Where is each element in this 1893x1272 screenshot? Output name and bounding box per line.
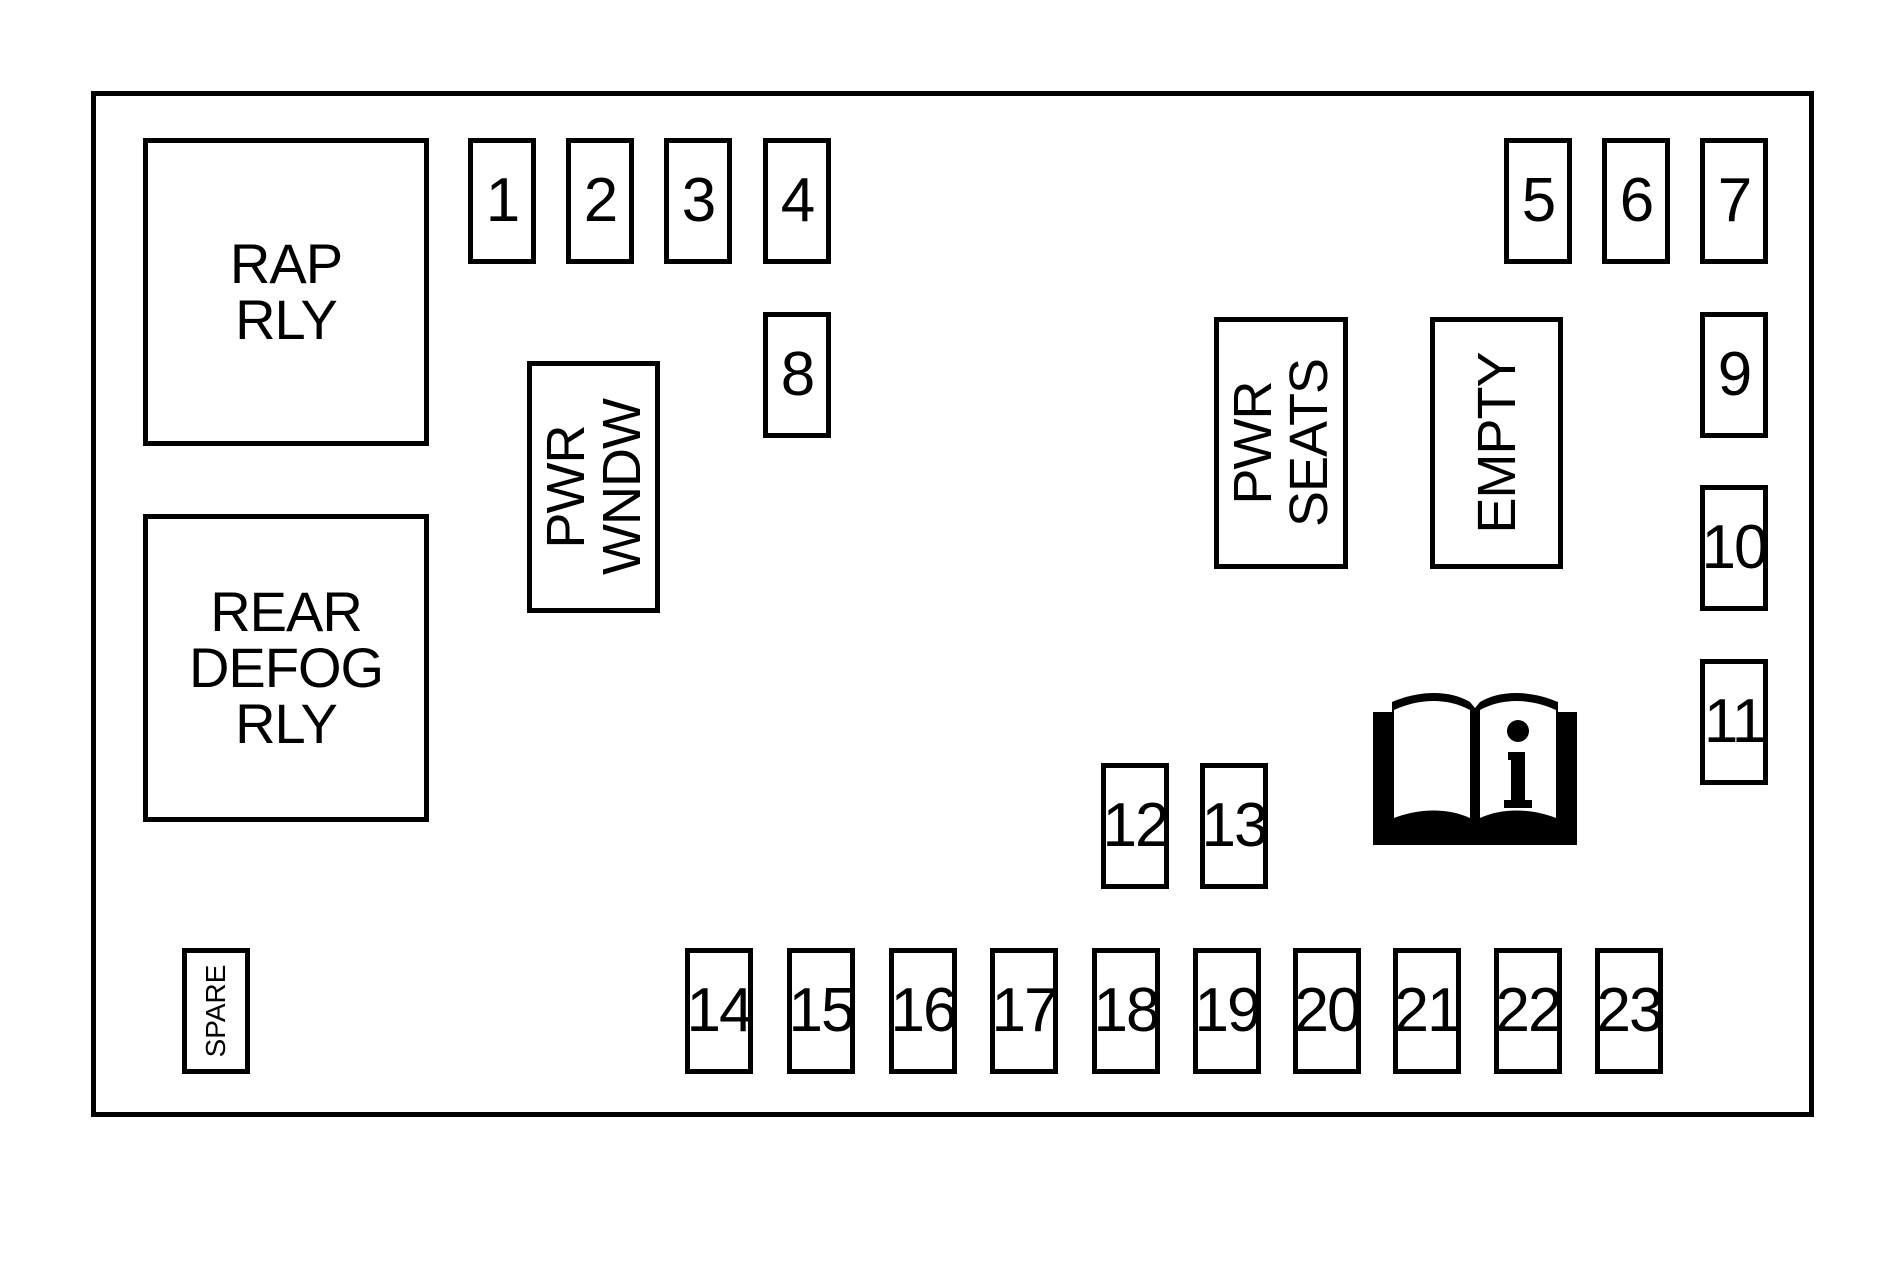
fuse-21-label: 21: [1394, 976, 1462, 1045]
fuse-17-label: 17: [991, 976, 1059, 1045]
fuse-22-label: 22: [1495, 976, 1563, 1045]
fuse-18: 18: [1092, 948, 1160, 1074]
rear-defog-relay-label-line-3: RLY: [235, 692, 338, 755]
rear-defog-relay: REAR DEFOG RLY: [143, 514, 429, 822]
spare-fuse-label: SPARE: [200, 964, 231, 1058]
fuse-23: 23: [1595, 948, 1663, 1074]
pwr-wndw-relay: PWR WNDW: [527, 361, 660, 613]
fuse-10: 10: [1700, 485, 1768, 611]
empty-relay-slot: EMPTY: [1430, 317, 1563, 569]
fuse-5: 5: [1504, 138, 1572, 264]
fuse-13: 13: [1200, 763, 1268, 889]
fuse-14: 14: [685, 948, 753, 1074]
fuse-7: 7: [1700, 138, 1768, 264]
pwr-wndw-label-line-2: WNDW: [591, 399, 652, 575]
rap-relay: RAP RLY: [143, 138, 429, 446]
fuse-9: 9: [1700, 312, 1768, 438]
pwr-seats-label-line-2: SEATS: [1279, 358, 1339, 528]
fuse-12: 12: [1101, 763, 1169, 889]
empty-slot-label: EMPTY: [1466, 352, 1527, 534]
fuse-6-label: 6: [1619, 166, 1655, 235]
fuse-13-label: 13: [1201, 791, 1269, 860]
fuse-8-label: 8: [780, 340, 816, 409]
fuse-14-label: 14: [686, 976, 754, 1045]
fuse-15-label: 15: [788, 976, 856, 1045]
fuse-12-label: 12: [1102, 791, 1170, 860]
fuse-2-label: 2: [583, 166, 619, 235]
fuse-6: 6: [1602, 138, 1670, 264]
pwr-wndw-label-line-1: PWR: [535, 425, 596, 549]
fuse-1: 1: [468, 138, 536, 264]
fuse-11-label: 11: [1703, 687, 1766, 756]
fuse-4: 4: [763, 138, 831, 264]
fuse-4-label: 4: [780, 166, 816, 235]
fuse-23-label: 23: [1596, 976, 1664, 1045]
fuse-2: 2: [566, 138, 634, 264]
rear-defog-relay-label-line-2: DEFOG: [188, 636, 384, 699]
fuse-18-label: 18: [1093, 976, 1161, 1045]
fuse-16-label: 16: [890, 976, 958, 1045]
rear-defog-relay-label-line-1: REAR: [210, 580, 363, 643]
fuse-3: 3: [664, 138, 732, 264]
pwr-seats-label-line-1: PWR: [1223, 381, 1283, 505]
fuse-11: 11: [1700, 659, 1768, 785]
fuse-block-panel: [91, 91, 1814, 1117]
fuse-16: 16: [889, 948, 957, 1074]
fuse-5-label: 5: [1521, 166, 1557, 235]
fuse-20-label: 20: [1294, 976, 1362, 1045]
fuse-10-label: 10: [1701, 513, 1769, 582]
fuse-9-label: 9: [1717, 340, 1753, 409]
fuse-21: 21: [1393, 948, 1461, 1074]
fuse-3-label: 3: [681, 166, 717, 235]
spare-fuse: SPARE: [182, 948, 250, 1074]
fuse-8: 8: [763, 312, 831, 438]
rap-relay-label-line-2: RLY: [235, 288, 338, 351]
fuse-19: 19: [1193, 948, 1261, 1074]
fuse-17: 17: [990, 948, 1058, 1074]
fuse-1-label: 1: [485, 166, 521, 235]
fuse-7-label: 7: [1717, 166, 1753, 235]
fuse-19-label: 19: [1194, 976, 1262, 1045]
fuse-15: 15: [787, 948, 855, 1074]
fuse-20: 20: [1293, 948, 1361, 1074]
fuse-22: 22: [1494, 948, 1562, 1074]
pwr-seats-relay: PWR SEATS: [1214, 317, 1348, 569]
rap-relay-label-line-1: RAP: [229, 232, 343, 295]
owners-manual-info-icon: [1373, 693, 1577, 845]
